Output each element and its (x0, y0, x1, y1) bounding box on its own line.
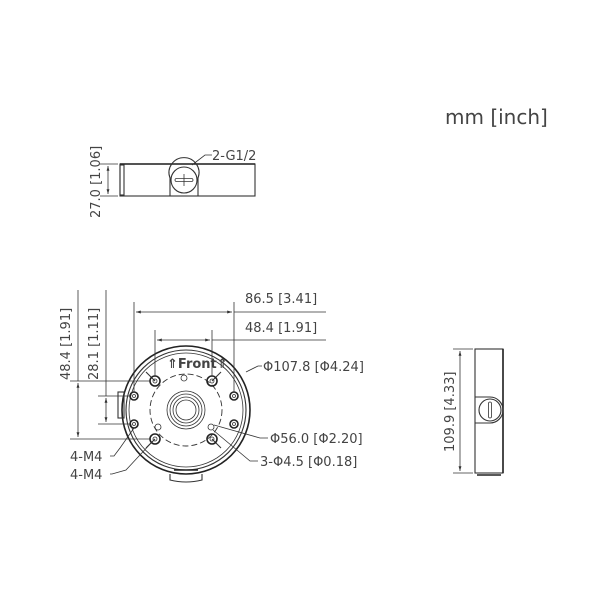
width-inner-label: 48.4 [1.91] (245, 321, 317, 336)
thread-label: 2-G1/2 (212, 149, 256, 164)
screw-label-2: 4-M4 (70, 468, 102, 483)
screw-boss-icon (129, 391, 139, 401)
holes-label: 3-Φ4.5 [Φ0.18] (260, 455, 357, 470)
units-label: mm [inch] (445, 105, 548, 129)
inner-diameter-label: Φ56.0 [Φ2.20] (270, 432, 363, 447)
screw-boss-icon (206, 433, 218, 445)
side-view-top: 2-G1/2 27.0 [1.06] (89, 146, 256, 218)
screw-boss-icon (229, 419, 239, 429)
screw-label-1: 4-M4 (70, 450, 102, 465)
height-inner-label: 28.1 [1.11] (87, 308, 102, 380)
side-tab (119, 164, 125, 196)
conduit-port (168, 157, 200, 196)
top-view: ⇑Front⇑ 86.5 [3.41] 48.4 [1.91] 48.4 [1.… (59, 290, 364, 483)
side-view-right: 109.9 [4.33] (443, 348, 504, 476)
outer-diameter-label: Φ107.8 [Φ4.24] (263, 360, 364, 375)
port-cap-icon (478, 398, 502, 422)
conduit-port-right (475, 396, 504, 424)
height-label-top: 27.0 [1.06] (89, 146, 104, 218)
port-cap-icon (170, 166, 198, 194)
mount-circle (149, 373, 223, 447)
height-outer-label: 48.4 [1.91] (59, 308, 74, 380)
screw-boss-icon (129, 419, 139, 429)
small-hole-icon (207, 423, 215, 431)
outer-rim (121, 345, 251, 475)
height-label-right: 109.9 [4.33] (443, 372, 458, 452)
box-body-side (119, 163, 256, 197)
screw-boss-icon (229, 391, 239, 401)
width-outer-label: 86.5 [3.41] (245, 292, 317, 307)
front-label: ⇑Front⇑ (167, 357, 228, 372)
bottom-tab (169, 474, 203, 483)
left-tab (117, 391, 125, 419)
small-hole-icon (180, 374, 188, 382)
small-hole-icon (154, 423, 162, 431)
